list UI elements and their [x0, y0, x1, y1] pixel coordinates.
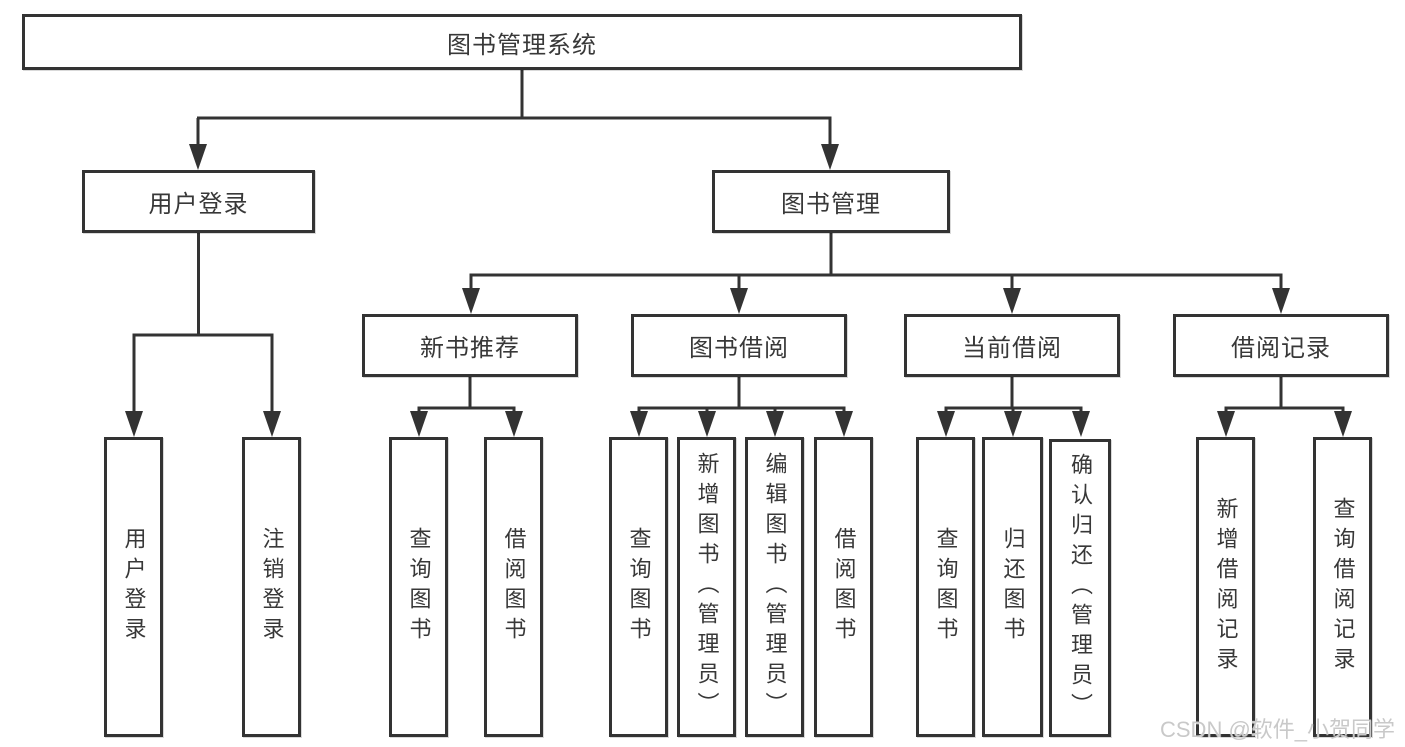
node-root: 图书管理系统: [22, 14, 1022, 70]
leaf-user-login: 用户登录: [104, 437, 163, 737]
node-user-login: 用户登录: [82, 170, 315, 233]
leaf-add-borrow-record-label: 新增借阅记录: [1213, 497, 1239, 677]
node-book-management-label: 图书管理: [781, 191, 881, 218]
leaf-logout-label: 注销登录: [259, 527, 285, 647]
leaf-confirm-return-admin-label: 确认归还（管理员）: [1068, 453, 1093, 723]
node-borrow-records: 借阅记录: [1173, 314, 1389, 377]
node-current-borrow: 当前借阅: [904, 314, 1120, 377]
leaf-query-borrow-record: 查询借阅记录: [1313, 437, 1372, 737]
leaf-add-book-admin-label: 新增图书（管理员）: [694, 452, 720, 722]
leaf-return-books: 归还图书: [982, 437, 1043, 737]
node-book-management: 图书管理: [712, 170, 950, 233]
node-current-borrow-label: 当前借阅: [962, 335, 1062, 362]
node-book-borrow-label: 图书借阅: [689, 335, 789, 362]
leaf-borrow-books-recommend: 借阅图书: [484, 437, 543, 737]
leaf-query-books-borrow-label: 查询图书: [626, 527, 652, 647]
leaf-query-books-current-label: 查询图书: [933, 527, 959, 647]
leaf-query-books-borrow: 查询图书: [609, 437, 668, 737]
node-user-login-label: 用户登录: [148, 191, 249, 218]
node-book-borrow: 图书借阅: [631, 314, 847, 377]
node-new-book-recommend-label: 新书推荐: [420, 335, 520, 362]
leaf-query-books-current: 查询图书: [916, 437, 975, 737]
csdn-watermark: CSDN @软件_小贺同学: [1160, 717, 1396, 742]
leaf-borrow-books-label: 借阅图书: [831, 527, 857, 647]
leaf-logout: 注销登录: [242, 437, 301, 737]
leaf-borrow-books: 借阅图书: [814, 437, 873, 737]
leaf-confirm-return-admin: 确认归还（管理员）: [1049, 439, 1111, 737]
leaf-query-books-recommend: 查询图书: [389, 437, 448, 737]
leaf-user-login-label: 用户登录: [121, 527, 147, 647]
leaf-add-book-admin: 新增图书（管理员）: [677, 437, 736, 737]
leaf-borrow-books-recommend-label: 借阅图书: [501, 527, 527, 647]
leaf-query-borrow-record-label: 查询借阅记录: [1330, 497, 1356, 677]
leaf-query-books-recommend-label: 查询图书: [406, 527, 432, 647]
leaf-edit-book-admin: 编辑图书（管理员）: [745, 437, 804, 737]
leaf-edit-book-admin-label: 编辑图书（管理员）: [762, 452, 788, 722]
node-root-label: 图书管理系统: [447, 31, 597, 59]
leaf-return-books-label: 归还图书: [1000, 527, 1026, 647]
node-new-book-recommend: 新书推荐: [362, 314, 578, 377]
leaf-add-borrow-record: 新增借阅记录: [1196, 437, 1255, 737]
node-borrow-records-label: 借阅记录: [1231, 335, 1331, 362]
